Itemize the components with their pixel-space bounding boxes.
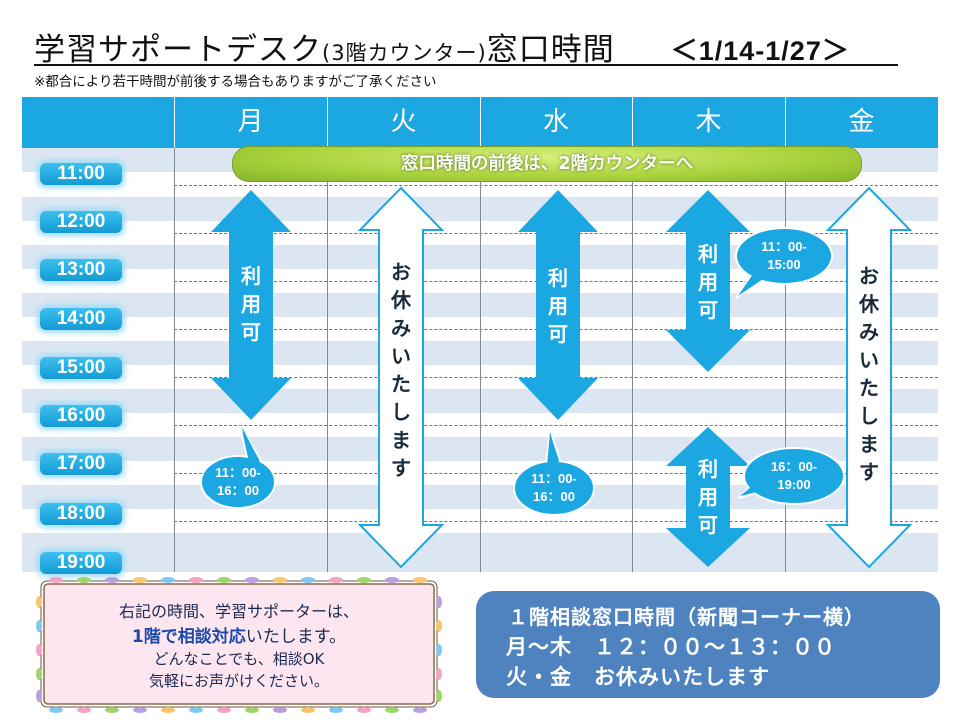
- supporter-note-line3: どんなことでも、相談OK: [153, 650, 325, 668]
- mon-available-label: 利用可: [241, 264, 261, 344]
- column-divider: [785, 148, 786, 572]
- disclaimer-note: ※都合により若干時間が前後する場合もありますがご了承ください: [34, 74, 437, 90]
- first-floor-hours-box: １階相談窓口時間（新聞コーナー横） 月～木 １２：００～１３：００ 火・金 お休…: [476, 591, 940, 698]
- time-label: 13:00: [40, 259, 122, 281]
- wed-available-arrow: [518, 190, 598, 420]
- page-title: 学習サポートデスク(3階カウンター)窓口時間 ＜1/14-1/27＞: [34, 24, 850, 69]
- title-main: 学習サポートデスク: [34, 32, 322, 68]
- day-wed: 水: [542, 107, 569, 137]
- fri-closed-arrow: [825, 186, 913, 569]
- first-floor-hours-title: １階相談窓口時間（新聞コーナー横）: [508, 605, 865, 629]
- thu-am-hours-bubble: [735, 227, 833, 299]
- time-label: 16:00: [40, 405, 122, 427]
- thu-pm-available-label: 利用可: [698, 457, 718, 537]
- column-divider: [327, 148, 328, 572]
- decorative-dots: [36, 577, 442, 713]
- supporter-note: 右記の時間、学習サポーターは、 1階で相談対応いたします。 どんなことでも、相談…: [44, 586, 434, 704]
- title-location: (3階カウンター): [322, 41, 487, 65]
- title-underline: [34, 64, 898, 66]
- mon-hours-text: 11：00-16：00: [215, 465, 261, 498]
- title-date-range: ＜1/14-1/27＞: [670, 36, 850, 66]
- thu-am-available-label: 利用可: [698, 242, 718, 322]
- day-tue: 火: [390, 107, 417, 137]
- supporter-note-line2: 1階で相談対応いたします。: [131, 627, 347, 647]
- first-floor-hours-closed: 火・金 お休みいたします: [506, 665, 770, 689]
- wed-hours-bubble: [513, 429, 595, 516]
- thu-am-available-arrow: [666, 190, 750, 372]
- wed-hours-text: 11：00-16：00: [531, 471, 577, 504]
- time-label: 19:00: [40, 552, 122, 574]
- supporter-note-line1: 右記の時間、学習サポーターは、: [118, 602, 359, 621]
- mon-hours-bubble: [200, 425, 276, 509]
- hour-line: [174, 521, 938, 522]
- supporter-note-line4: 気軽にお声がけください。: [148, 672, 329, 690]
- time-label: 15:00: [40, 357, 122, 379]
- thu-am-hours-text: 11：00-15:00: [761, 239, 807, 272]
- day-thu: 木: [695, 107, 722, 137]
- time-label: 18:00: [40, 503, 122, 525]
- wed-available-label: 利用可: [548, 266, 568, 346]
- thu-pm-hours-bubble: [737, 447, 845, 505]
- thu-pm-hours-text: 16：00-19:00: [770, 459, 818, 492]
- time-label: 11:00: [40, 163, 122, 185]
- pink-box-frame: [36, 577, 442, 713]
- hour-line: [174, 185, 938, 186]
- fri-closed-label: お休みいたします: [859, 264, 879, 484]
- mon-available-arrow: [211, 190, 291, 420]
- tue-closed-arrow: [357, 186, 445, 569]
- day-mon: 月: [237, 107, 264, 137]
- hour-line: [174, 425, 938, 426]
- tue-closed-label: お休みいたします: [391, 260, 411, 480]
- time-label: 17:00: [40, 453, 122, 475]
- time-label: 12:00: [40, 211, 122, 233]
- column-divider: [632, 148, 633, 572]
- second-floor-banner: 窓口時間の前後は、2階カウンターへ: [232, 146, 862, 182]
- column-divider: [480, 148, 481, 572]
- day-fri: 金: [848, 107, 875, 137]
- title-suffix: 窓口時間: [486, 32, 615, 68]
- time-label: 14:00: [40, 308, 122, 330]
- thu-pm-available-arrow: [666, 427, 750, 567]
- column-divider: [174, 148, 175, 572]
- first-floor-hours-weekday: 月～木 １２：００～１３：００: [506, 635, 836, 659]
